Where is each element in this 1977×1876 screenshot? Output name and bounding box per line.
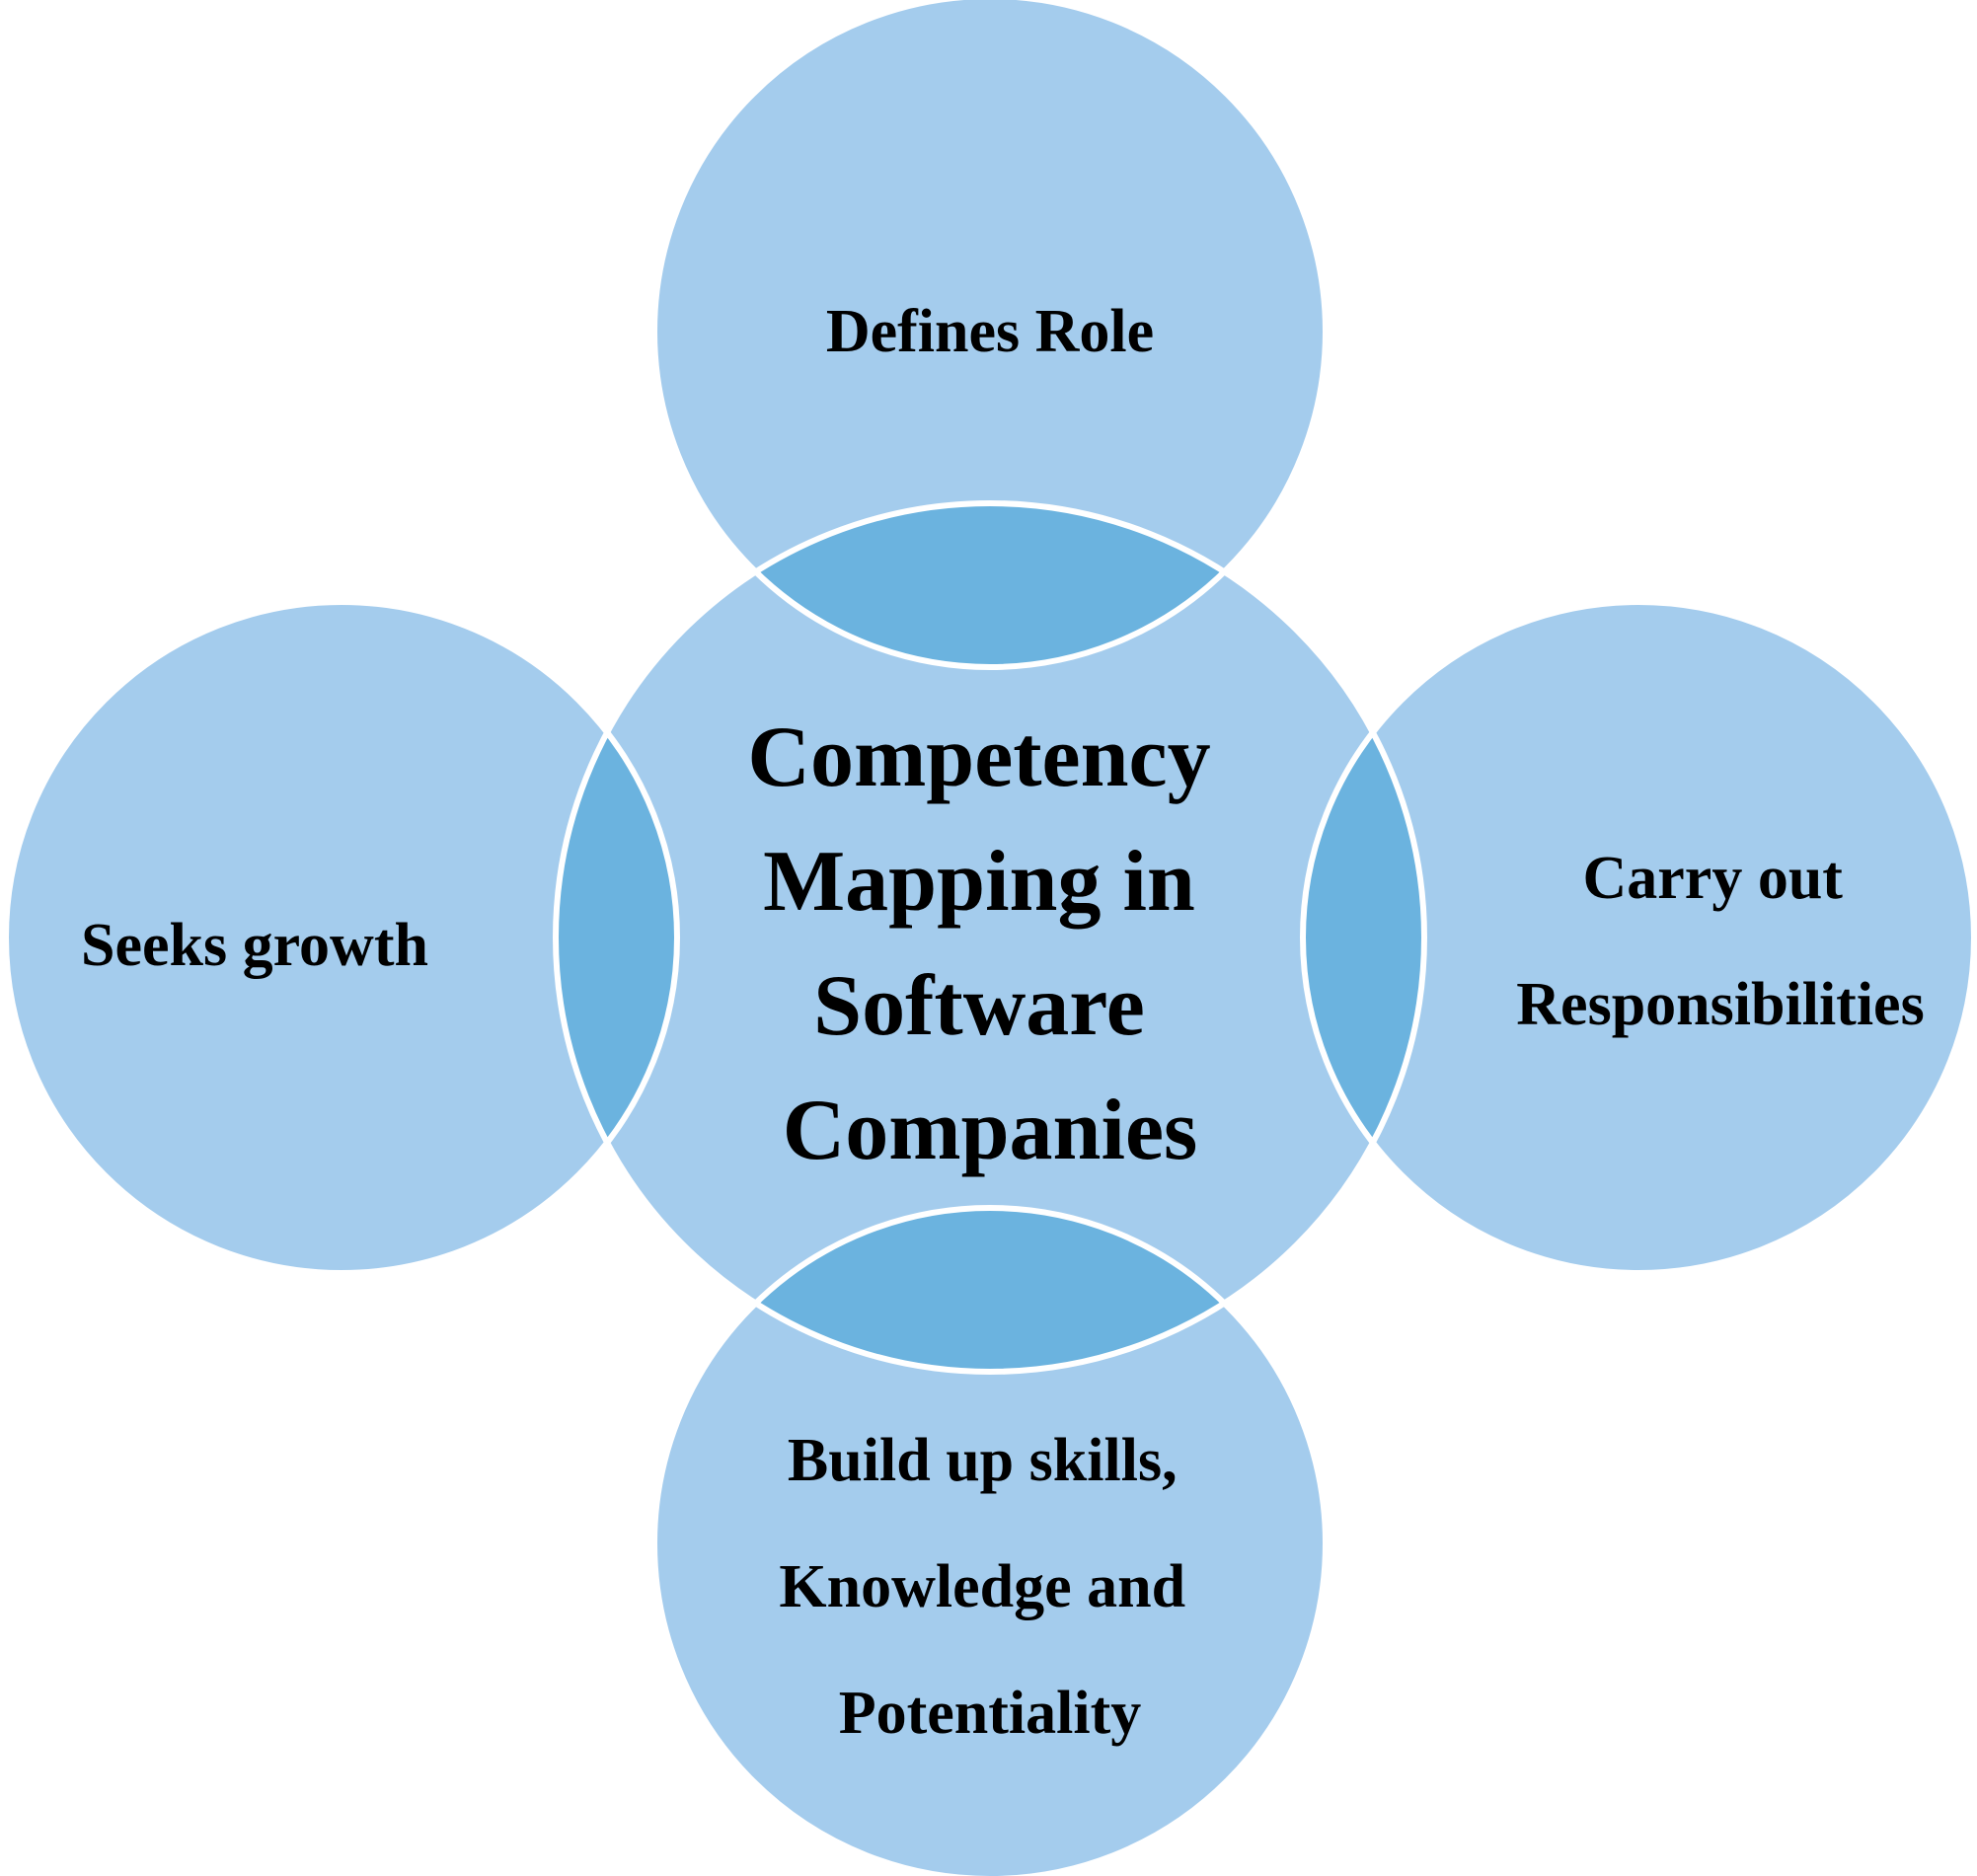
bottom-node-label-line: Knowledge and — [779, 1553, 1185, 1620]
right-node-label-line: Responsibilities — [1516, 971, 1924, 1038]
left-circle — [6, 602, 677, 1273]
center-label: Competency Mapping in Software Companies — [747, 710, 1232, 1178]
center-circle — [556, 503, 1424, 1372]
top-node-label-line: Defines Role — [826, 298, 1154, 365]
center-label-line: Mapping in — [763, 834, 1195, 930]
center-circle-outline — [553, 500, 1427, 1375]
right-circle — [1303, 602, 1974, 1273]
center-label-line: Software — [813, 958, 1145, 1054]
right-node-label-line: Carry out — [1583, 845, 1844, 912]
left-node-label: Seeks growth — [81, 912, 428, 979]
left-node-label-line: Seeks growth — [81, 912, 428, 979]
right-node-label: Carry out Responsibilities — [1516, 845, 1924, 1038]
bottom-circle-outline — [651, 1205, 1329, 1876]
center-label-line: Companies — [783, 1083, 1198, 1178]
left-circle-outline — [3, 599, 680, 1276]
top-circle — [654, 0, 1326, 667]
right-circle-outline — [1300, 599, 1977, 1276]
top-node-label: Defines Role — [826, 298, 1154, 365]
bottom-circle — [654, 1208, 1326, 1876]
bottom-node-label-line: Potentiality — [839, 1680, 1142, 1747]
center-label-line: Competency — [747, 710, 1210, 805]
top-circle-outline — [651, 0, 1329, 670]
bottom-node-label: Build up skills, Knowledge and Potential… — [779, 1427, 1200, 1747]
bottom-node-label-line: Build up skills, — [788, 1427, 1178, 1494]
